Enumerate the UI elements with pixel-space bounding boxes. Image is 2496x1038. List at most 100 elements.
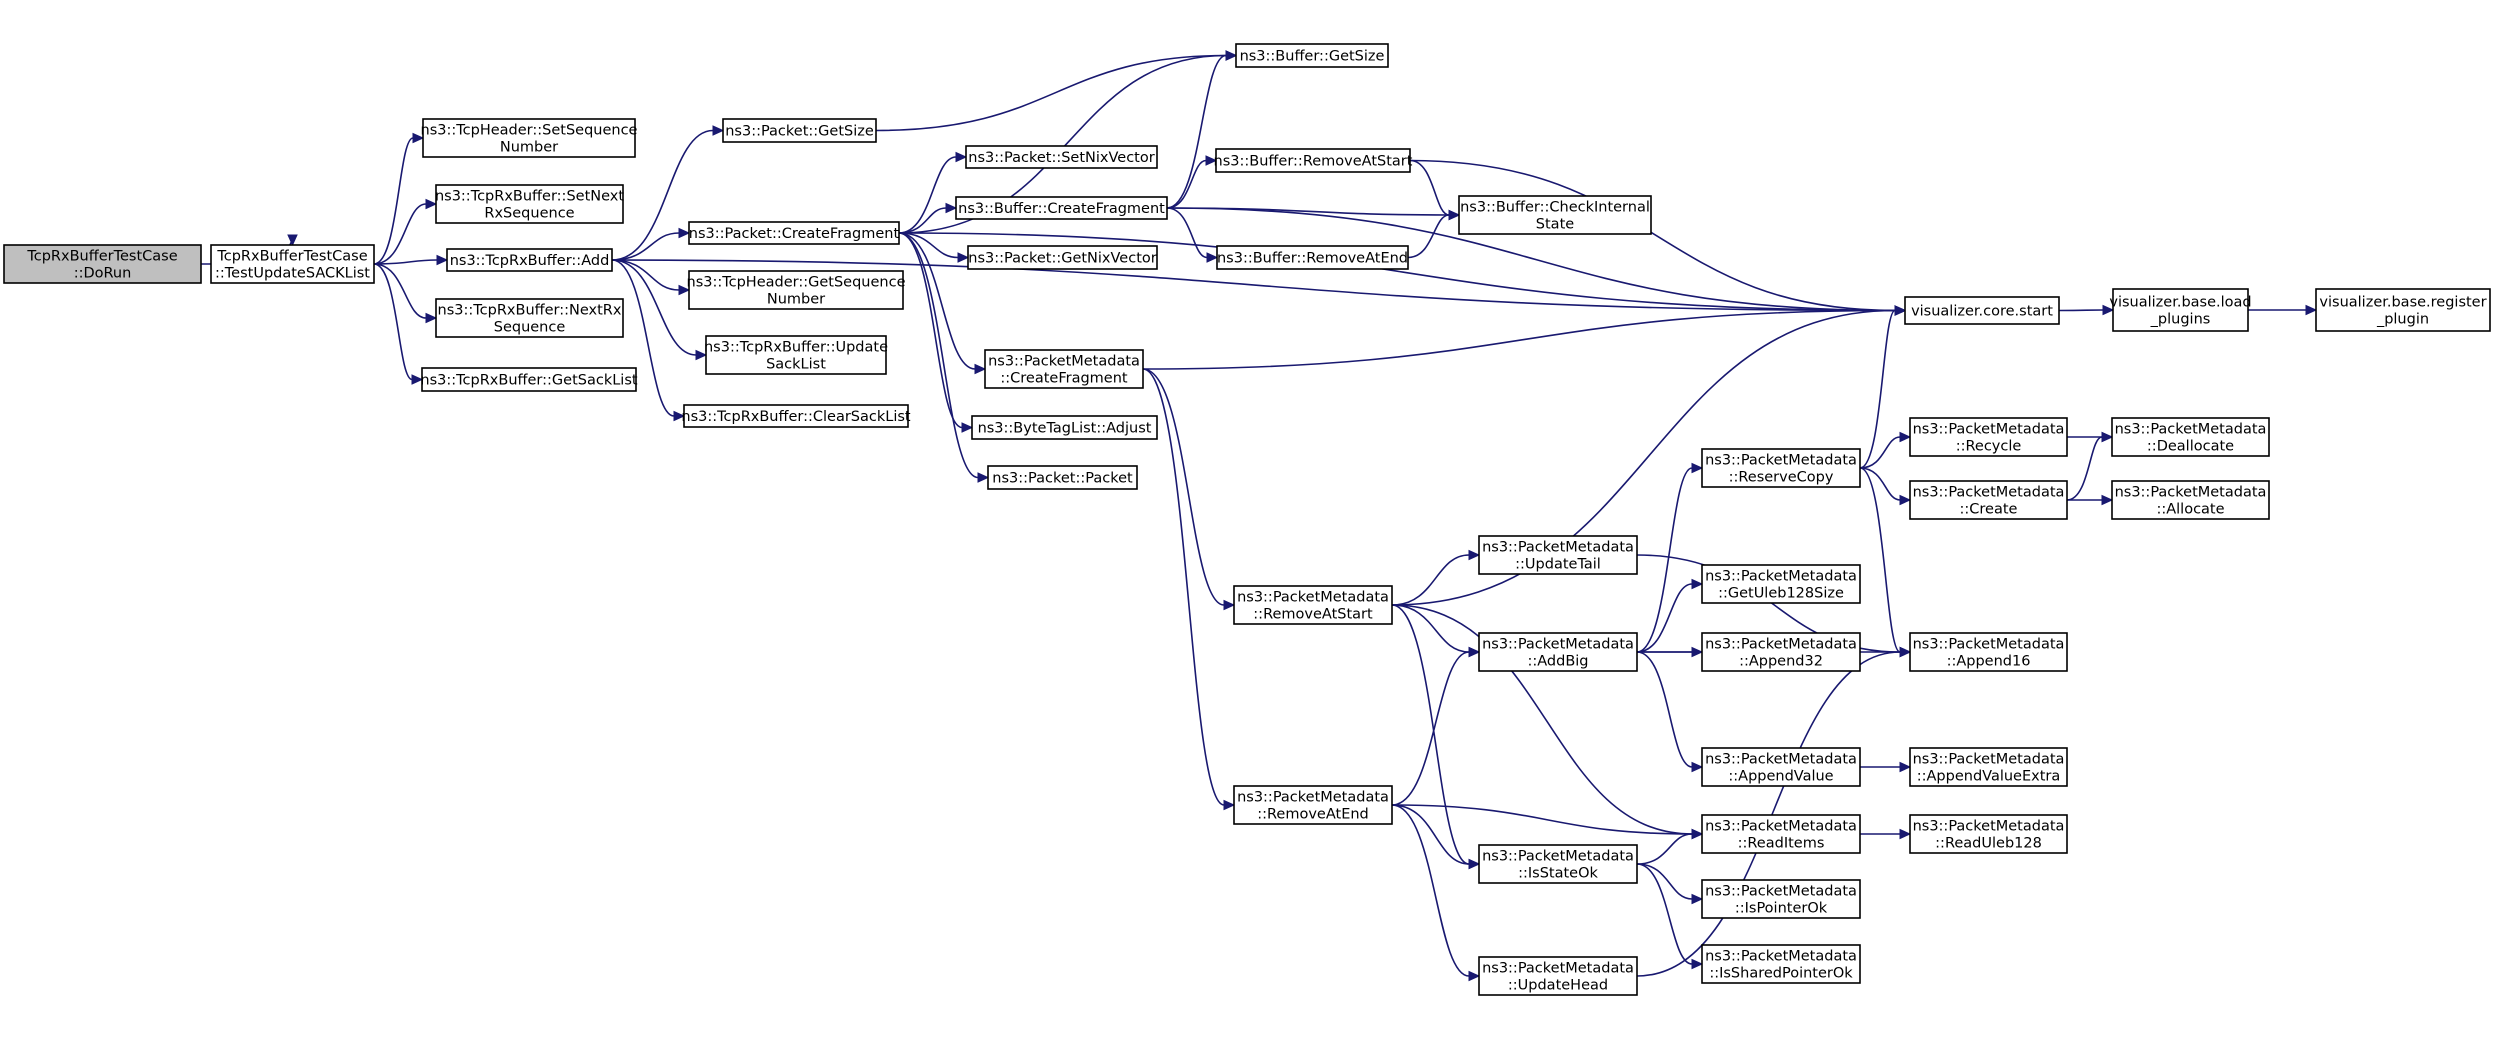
node-ns3-buffer-removeatstart[interactable]: ns3::Buffer::RemoveAtStart <box>1214 148 1413 173</box>
edge-arrowhead <box>673 410 686 422</box>
node-visualizer-core-start[interactable]: visualizer.core.start <box>1904 296 2060 325</box>
node-box <box>1701 632 1861 672</box>
node-ns3-packetmetadata-appendvalueextra[interactable]: ns3::PacketMetadata::AppendValueExtra <box>1909 747 2068 787</box>
edge-n1-n2 <box>373 132 425 265</box>
node-label: ns3::Buffer::CheckInternal <box>1460 200 1650 216</box>
node-ns3-packetmetadata-ispointerok[interactable]: ns3::PacketMetadata::IsPointerOk <box>1701 879 1861 919</box>
edge-line <box>373 137 414 265</box>
node-label: ns3::TcpRxBuffer::Update <box>704 340 888 356</box>
edge-arrowhead <box>712 125 725 136</box>
node-label: ::TestUpdateSACKList <box>215 266 370 282</box>
node-ns3-packetmetadata-reservecopy[interactable]: ns3::PacketMetadata::ReserveCopy <box>1701 448 1861 488</box>
edge-n19-n20 <box>1409 159 1461 221</box>
node-box <box>967 245 1158 270</box>
node-ns3-packetmetadata-createfragment[interactable]: ns3::PacketMetadata::CreateFragment <box>984 349 1144 389</box>
edge-arrowhead <box>678 284 691 296</box>
edge-n4-n10 <box>611 259 708 361</box>
edge-n29-n35 <box>1636 828 1704 865</box>
node-label: ns3::PacketMetadata <box>1482 961 1634 977</box>
node-label: ns3::PacketMetadata <box>1482 540 1634 556</box>
node-ns3-packetmetadata-allocate[interactable]: ns3::PacketMetadata::Allocate <box>2111 480 2270 520</box>
node-label: ns3::PacketMetadata <box>1705 752 1857 768</box>
node-ns3-packet-setnixvector[interactable]: ns3::Packet::SetNixVector <box>965 145 1158 169</box>
node-ns3-packetmetadata-create[interactable]: ns3::PacketMetadata::Create <box>1909 480 2068 520</box>
node-tcprxbuffertestcase-dorun[interactable]: TcpRxBufferTestCase::DoRun <box>3 244 202 284</box>
node-ns3-packetmetadata-recycle[interactable]: ns3::PacketMetadata::Recycle <box>1909 417 2068 457</box>
node-visualizer-base-register-plugin[interactable]: visualizer.base.register_plugin <box>2315 288 2491 332</box>
node-ns3-packetmetadata-updatehead[interactable]: ns3::PacketMetadata::UpdateHead <box>1478 956 1638 996</box>
node-ns3-packetmetadata-addbig[interactable]: ns3::PacketMetadata::AddBig <box>1478 632 1638 672</box>
node-tcprxbuffertestcase-testupdatesacklist[interactable]: TcpRxBufferTestCase::TestUpdateSACKList <box>210 244 375 284</box>
node-box <box>1216 245 1409 270</box>
node-label: ns3::PacketMetadata <box>1705 884 1857 900</box>
node-label: ns3::PacketMetadata <box>1913 637 2065 653</box>
node-label: ns3::TcpRxBuffer::ClearSackList <box>681 409 911 425</box>
edge-arrowhead <box>961 422 974 433</box>
node-ns3-packetmetadata-append32[interactable]: ns3::PacketMetadata::Append32 <box>1701 632 1861 672</box>
node-ns3-tcprxbuffer-clearsacklist[interactable]: ns3::TcpRxBuffer::ClearSackList <box>681 404 911 428</box>
node-ns3-packetmetadata-issharedpointerok[interactable]: ns3::PacketMetadata::IsSharedPointerOk <box>1701 944 1861 984</box>
node-label: ns3::TcpRxBuffer::NextRx <box>438 303 622 319</box>
node-label: ::GetUleb128Size <box>1718 586 1844 602</box>
node-box <box>1478 956 1638 996</box>
edge-arrowhead <box>2101 494 2114 506</box>
node-ns3-packetmetadata-removeatstart[interactable]: ns3::PacketMetadata::RemoveAtStart <box>1233 585 1393 625</box>
node-ns3-packet-createfragment[interactable]: ns3::Packet::CreateFragment <box>688 221 900 245</box>
node-ns3-buffer-createfragment[interactable]: ns3::Buffer::CreateFragment <box>955 196 1168 220</box>
edge-line <box>1859 467 1901 653</box>
node-ns3-packetmetadata-readuleb128[interactable]: ns3::PacketMetadata::ReadUleb128 <box>1909 814 2068 854</box>
edge-n31-n38 <box>1859 431 1912 469</box>
edge-line <box>1391 554 1470 606</box>
node-ns3-packet-getnixvector[interactable]: ns3::Packet::GetNixVector <box>967 245 1158 270</box>
node-box <box>1233 585 1393 625</box>
node-box <box>1701 814 1861 854</box>
node-visualizer-base-load-plugins[interactable]: visualizer.base.load_plugins <box>2109 288 2252 332</box>
edge-arrowhead <box>1691 828 1704 840</box>
edge-n28-n34 <box>1636 651 1704 773</box>
edge-line <box>1409 159 1450 216</box>
edge-n29-n36 <box>1636 863 1704 905</box>
node-ns3-packet-packet[interactable]: ns3::Packet::Packet <box>987 465 1138 490</box>
node-ns3-packetmetadata-updatetail[interactable]: ns3::PacketMetadata::UpdateTail <box>1478 535 1638 575</box>
node-ns3-packetmetadata-isstateok[interactable]: ns3::PacketMetadata::IsStateOk <box>1478 844 1638 884</box>
edge-arrowhead <box>2102 304 2115 316</box>
node-ns3-packetmetadata-getuleb128size[interactable]: ns3::PacketMetadata::GetUleb128Size <box>1701 564 1861 604</box>
node-label: ns3::Packet::Packet <box>992 471 1133 487</box>
node-label: ns3::PacketMetadata <box>1237 590 1389 606</box>
node-ns3-packetmetadata-appendvalue[interactable]: ns3::PacketMetadata::AppendValue <box>1701 747 1861 787</box>
edge-line <box>611 259 1896 312</box>
node-ns3-tcprxbuffer-add[interactable]: ns3::TcpRxBuffer::Add <box>446 248 613 272</box>
edge-line <box>1391 604 1470 865</box>
node-box <box>688 221 900 245</box>
node-ns3-buffer-removeatend[interactable]: ns3::Buffer::RemoveAtEnd <box>1216 245 1409 270</box>
node-ns3-packet-getsize[interactable]: ns3::Packet::GetSize <box>722 118 877 143</box>
node-ns3-packetmetadata-deallocate[interactable]: ns3::PacketMetadata::Deallocate <box>2111 417 2270 457</box>
node-ns3-bytetaglist-adjust[interactable]: ns3::ByteTagList::Adjust <box>971 415 1158 440</box>
edge-arrowhead <box>412 132 425 144</box>
node-ns3-tcprxbuffer-getsacklist[interactable]: ns3::TcpRxBuffer::GetSackList <box>420 367 638 392</box>
node-box <box>987 465 1138 490</box>
node-ns3-packetmetadata-readitems[interactable]: ns3::PacketMetadata::ReadItems <box>1701 814 1861 854</box>
edge-line <box>1142 309 1896 370</box>
edge-n4-n11 <box>611 259 686 422</box>
node-label: ns3::PacketMetadata <box>1913 422 2065 438</box>
edge-line <box>898 232 1896 312</box>
node-ns3-packetmetadata-removeatend[interactable]: ns3::PacketMetadata::RemoveAtEnd <box>1233 785 1393 825</box>
edge-line <box>611 232 680 261</box>
node-label: SackList <box>766 357 826 373</box>
node-label: ::AddBig <box>1527 654 1588 670</box>
node-ns3-buffer-getsize[interactable]: ns3::Buffer::GetSize <box>1235 43 1389 68</box>
node-ns3-packetmetadata-append16[interactable]: ns3::PacketMetadata::Append16 <box>1909 632 2068 672</box>
node-label: ::RemoveAtEnd <box>1257 807 1369 823</box>
node-label: Number <box>500 140 558 156</box>
edge-line <box>373 203 427 265</box>
edge-line <box>611 129 714 261</box>
edge-n4-n8 <box>611 227 691 261</box>
node-layer: TcpRxBufferTestCase::DoRunTcpRxBufferTes… <box>3 43 2491 996</box>
